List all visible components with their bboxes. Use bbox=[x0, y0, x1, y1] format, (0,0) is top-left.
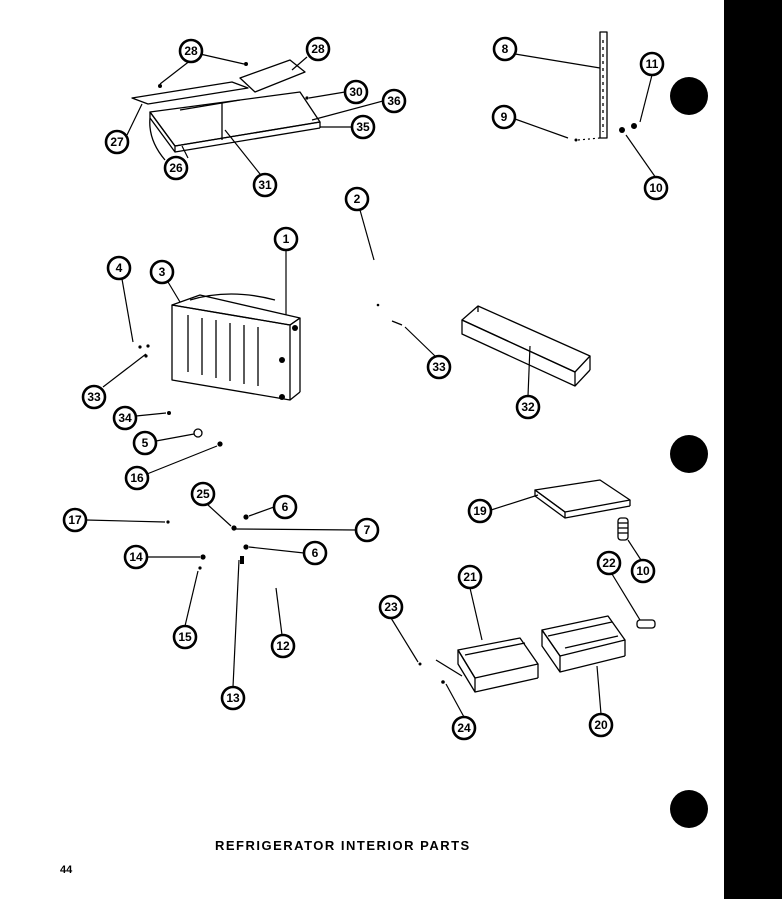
svg-text:5: 5 bbox=[142, 436, 149, 450]
callout-9: 9 bbox=[491, 104, 517, 130]
svg-text:22: 22 bbox=[602, 556, 616, 570]
svg-text:15: 15 bbox=[178, 630, 192, 644]
callout-5: 5 bbox=[132, 430, 158, 456]
callout-6-top: 6 bbox=[272, 494, 298, 520]
svg-text:23: 23 bbox=[384, 600, 398, 614]
callout-17: 17 bbox=[62, 507, 88, 533]
svg-text:7: 7 bbox=[364, 523, 371, 537]
callout-10-bottom: 10 bbox=[630, 558, 656, 584]
svg-text:33: 33 bbox=[87, 390, 101, 404]
svg-text:27: 27 bbox=[110, 135, 124, 149]
crisper-pan bbox=[541, 615, 626, 673]
binding-hole-top bbox=[670, 77, 708, 115]
callout-7: 7 bbox=[354, 517, 380, 543]
callout-6-bottom: 6 bbox=[302, 540, 328, 566]
page-number: 44 bbox=[60, 864, 73, 876]
svg-text:17: 17 bbox=[68, 513, 82, 527]
callout-23: 23 bbox=[378, 594, 404, 620]
callout-33-left: 33 bbox=[81, 384, 107, 410]
callout-12: 12 bbox=[270, 633, 296, 659]
svg-text:8: 8 bbox=[502, 42, 509, 56]
spring bbox=[617, 517, 629, 541]
binding-hole-bottom bbox=[670, 790, 708, 828]
hardware-cluster bbox=[166, 411, 249, 570]
svg-text:25: 25 bbox=[196, 487, 210, 501]
callout-35: 35 bbox=[350, 114, 376, 140]
svg-text:24: 24 bbox=[457, 721, 471, 735]
callout-31: 31 bbox=[252, 172, 278, 198]
callout-2: 2 bbox=[344, 186, 370, 212]
pan-small bbox=[457, 637, 539, 693]
callout-19: 19 bbox=[467, 498, 493, 524]
callout-13: 13 bbox=[220, 685, 246, 711]
pin bbox=[636, 619, 656, 629]
callout-36: 36 bbox=[381, 88, 407, 114]
shelf-rail bbox=[574, 31, 637, 142]
svg-text:35: 35 bbox=[356, 120, 370, 134]
svg-text:31: 31 bbox=[258, 178, 272, 192]
glass-shelf bbox=[534, 479, 631, 519]
svg-text:1: 1 bbox=[283, 232, 290, 246]
svg-text:9: 9 bbox=[501, 110, 508, 124]
svg-text:2: 2 bbox=[354, 192, 361, 206]
svg-text:28: 28 bbox=[184, 44, 198, 58]
svg-text:14: 14 bbox=[129, 550, 143, 564]
svg-text:26: 26 bbox=[169, 161, 183, 175]
svg-text:16: 16 bbox=[130, 471, 144, 485]
svg-text:30: 30 bbox=[349, 85, 363, 99]
callout-16: 16 bbox=[124, 465, 150, 491]
callout-26: 26 bbox=[163, 155, 189, 181]
callout-10-top: 10 bbox=[643, 175, 669, 201]
page-title: REFRIGERATOR INTERIOR PARTS bbox=[215, 838, 471, 853]
callout-3: 3 bbox=[149, 259, 175, 285]
callout-27: 27 bbox=[104, 129, 130, 155]
svg-text:36: 36 bbox=[387, 94, 401, 108]
callout-28-left: 28 bbox=[178, 38, 204, 64]
svg-text:11: 11 bbox=[646, 57, 659, 71]
svg-text:13: 13 bbox=[226, 691, 240, 705]
callout-1: 1 bbox=[273, 226, 299, 252]
svg-text:3: 3 bbox=[159, 265, 166, 279]
callout-11: 11 bbox=[639, 51, 665, 77]
svg-text:20: 20 bbox=[594, 718, 608, 732]
svg-text:32: 32 bbox=[521, 400, 535, 414]
leader-lines bbox=[85, 53, 657, 718]
svg-text:10: 10 bbox=[636, 564, 650, 578]
svg-text:28: 28 bbox=[311, 42, 325, 56]
svg-text:6: 6 bbox=[312, 546, 319, 560]
callout-8: 8 bbox=[492, 36, 518, 62]
callout-28-right: 28 bbox=[305, 36, 331, 62]
svg-text:21: 21 bbox=[463, 570, 477, 584]
svg-text:34: 34 bbox=[118, 411, 132, 425]
svg-text:4: 4 bbox=[116, 261, 123, 275]
binding-edge bbox=[724, 0, 782, 899]
svg-text:19: 19 bbox=[473, 504, 487, 518]
svg-text:12: 12 bbox=[276, 639, 290, 653]
callout-14: 14 bbox=[123, 544, 149, 570]
callout-22: 22 bbox=[596, 550, 622, 576]
svg-text:6: 6 bbox=[282, 500, 289, 514]
callout-20: 20 bbox=[588, 712, 614, 738]
callout-24: 24 bbox=[451, 715, 477, 741]
callout-34: 34 bbox=[112, 405, 138, 431]
callout-30: 30 bbox=[343, 79, 369, 105]
svg-text:10: 10 bbox=[649, 181, 663, 195]
callout-4: 4 bbox=[106, 255, 132, 281]
channel-rail bbox=[461, 305, 591, 387]
callout-15: 15 bbox=[172, 624, 198, 650]
callout-33-right: 33 bbox=[426, 354, 452, 380]
shelf-assembly bbox=[131, 59, 321, 161]
svg-text:33: 33 bbox=[432, 360, 446, 374]
evaporator-cover bbox=[138, 293, 301, 401]
binding-hole-middle bbox=[670, 435, 708, 473]
callout-21: 21 bbox=[457, 564, 483, 590]
callout-32: 32 bbox=[515, 394, 541, 420]
callout-25: 25 bbox=[190, 481, 216, 507]
